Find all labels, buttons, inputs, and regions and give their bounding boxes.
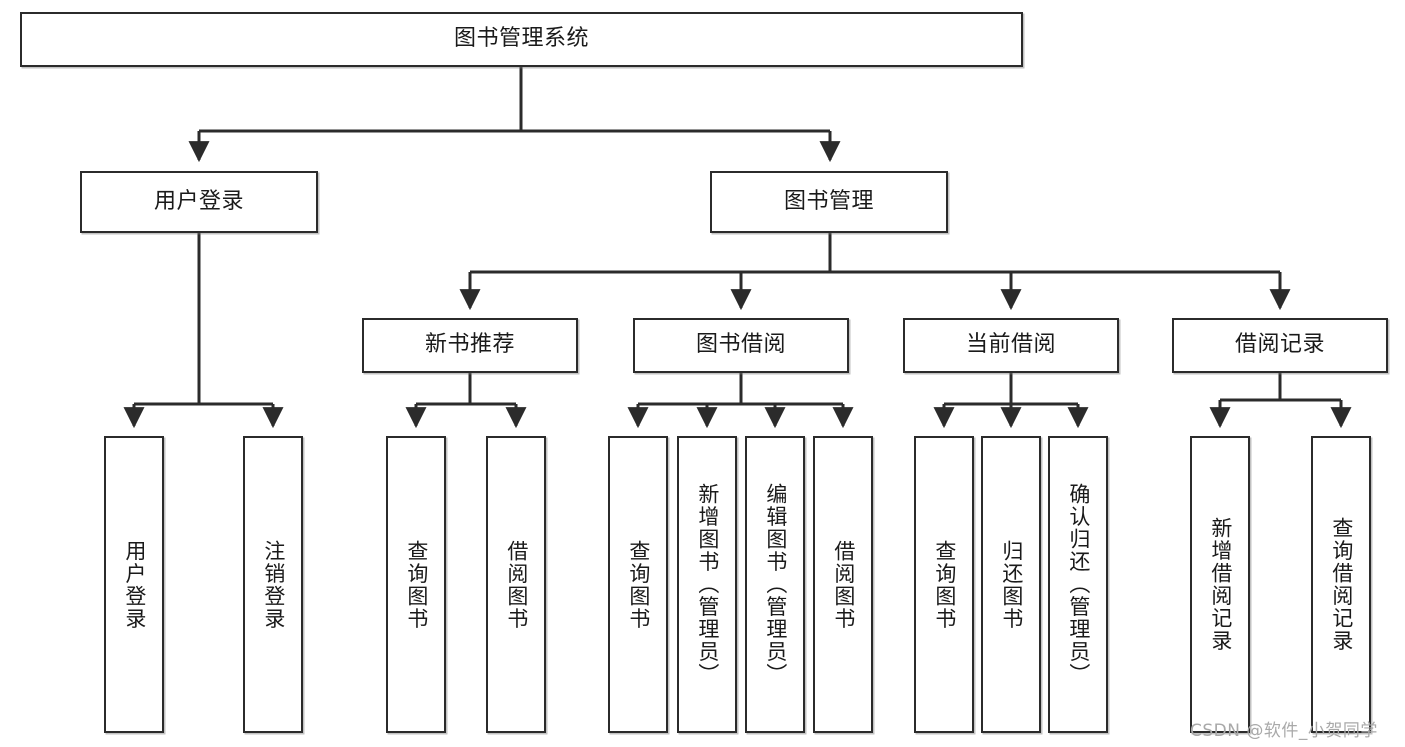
node-root[interactable]: 图书管理系统: [20, 12, 1023, 67]
node-book-borrow[interactable]: 图书借阅: [633, 318, 849, 373]
node-user-login[interactable]: 用户登录: [80, 171, 318, 233]
leaf-logout[interactable]: 注销登录: [243, 436, 303, 733]
leaf-query-book-current[interactable]: 查询图书: [914, 436, 974, 733]
node-book-management[interactable]: 图书管理: [710, 171, 948, 233]
node-new-book-recommend-label: 新书推荐: [424, 332, 515, 358]
node-borrow-record[interactable]: 借阅记录: [1172, 318, 1388, 373]
leaf-edit-book[interactable]: 编辑图书（管理员）: [745, 436, 805, 733]
leaf-query-book-borrow-label: 查询图书: [626, 539, 651, 630]
leaf-add-record-label: 新增借阅记录: [1208, 517, 1233, 652]
leaf-add-book[interactable]: 新增图书（管理员）: [677, 436, 737, 733]
node-current-borrow-label: 当前借阅: [965, 332, 1056, 358]
node-borrow-record-label: 借阅记录: [1234, 332, 1325, 358]
leaf-borrow-book[interactable]: 借阅图书: [813, 436, 873, 733]
leaf-confirm-return[interactable]: 确认归还（管理员）: [1048, 436, 1108, 733]
leaf-user-login[interactable]: 用户登录: [104, 436, 164, 733]
node-user-login-label: 用户登录: [153, 188, 244, 214]
leaf-add-book-label: 新增图书（管理员）: [695, 483, 720, 686]
leaf-user-login-label: 用户登录: [122, 539, 147, 630]
leaf-return-book[interactable]: 归还图书: [981, 436, 1041, 733]
leaf-query-record[interactable]: 查询借阅记录: [1311, 436, 1371, 733]
leaf-add-record[interactable]: 新增借阅记录: [1190, 436, 1250, 733]
leaf-logout-label: 注销登录: [261, 539, 286, 630]
node-new-book-recommend[interactable]: 新书推荐: [362, 318, 578, 373]
leaf-borrow-book-new[interactable]: 借阅图书: [486, 436, 546, 733]
leaf-query-book-new[interactable]: 查询图书: [386, 436, 446, 733]
leaf-query-book-borrow[interactable]: 查询图书: [608, 436, 668, 733]
csdn-watermark: CSDN @软件_小贺同学: [1190, 721, 1378, 741]
node-root-label: 图书管理系统: [453, 26, 589, 52]
node-book-management-label: 图书管理: [783, 188, 874, 214]
leaf-query-record-label: 查询借阅记录: [1329, 517, 1354, 652]
leaf-borrow-book-label: 借阅图书: [831, 539, 856, 630]
node-current-borrow[interactable]: 当前借阅: [903, 318, 1119, 373]
leaf-query-book-new-label: 查询图书: [404, 539, 429, 630]
node-book-borrow-label: 图书借阅: [695, 332, 786, 358]
leaf-borrow-book-new-label: 借阅图书: [504, 539, 529, 630]
leaf-confirm-return-label: 确认归还（管理员）: [1066, 483, 1091, 686]
leaf-query-book-current-label: 查询图书: [932, 539, 957, 630]
leaf-edit-book-label: 编辑图书（管理员）: [763, 483, 788, 686]
leaf-return-book-label: 归还图书: [999, 539, 1024, 630]
